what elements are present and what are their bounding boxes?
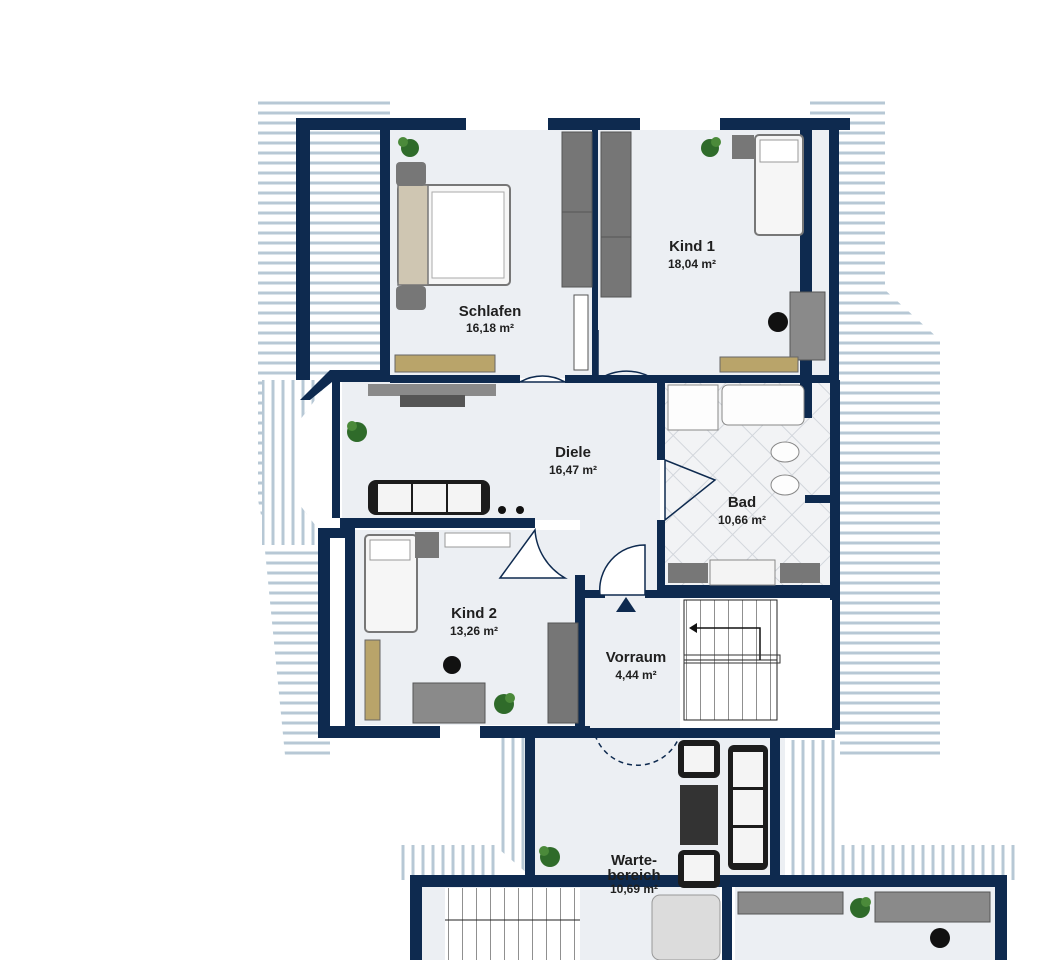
north-arrow-icon xyxy=(616,597,636,612)
plant-icons xyxy=(347,137,871,918)
roof-hatching xyxy=(258,98,1020,880)
bed-double xyxy=(396,162,511,310)
walls xyxy=(296,118,1007,960)
room-name: Vorraum xyxy=(606,649,667,666)
wardrobe-kind1 xyxy=(600,131,632,298)
staircase xyxy=(445,599,781,960)
room-area: 16,47 m² xyxy=(549,463,597,477)
shelf-kind2 xyxy=(364,639,381,721)
wardrobe-schlafen xyxy=(561,131,593,371)
wardrobe-kind2 xyxy=(547,622,579,724)
room-name: Bad xyxy=(728,494,756,511)
shelf-kind1 xyxy=(719,356,799,373)
plant-icon xyxy=(701,137,721,157)
doors xyxy=(498,330,717,766)
room-name: Kind 1 xyxy=(669,238,715,255)
room-label-vorraum: Vorraum 4,44 m² xyxy=(606,649,667,682)
room-area: 10,69 m² xyxy=(610,882,658,896)
waiting-area-seating xyxy=(678,740,768,888)
room-area: 13,26 m² xyxy=(450,624,498,638)
plant-icon xyxy=(347,421,367,442)
room-name-line2: bereich xyxy=(607,867,660,884)
bed-single-kind1 xyxy=(732,134,804,236)
room-label-kind1: Kind 1 18,04 m² xyxy=(668,238,716,271)
room-name-line1: Warte- xyxy=(611,852,657,869)
bed-single-kind2 xyxy=(364,532,511,633)
shelf-schlafen xyxy=(394,354,496,373)
room-area: 18,04 m² xyxy=(668,257,716,271)
sofa-diele xyxy=(368,480,524,515)
plant-icon xyxy=(494,693,515,714)
room-name: Schlafen xyxy=(459,303,522,320)
desk-kind1 xyxy=(768,291,826,361)
plant-icon xyxy=(539,846,560,867)
room-label-wartebereich: Warte- bereich 10,69 m² xyxy=(607,852,660,896)
windows xyxy=(440,120,720,736)
sideboard-diele xyxy=(368,384,496,407)
room-label-diele: Diele 16,47 m² xyxy=(549,444,597,477)
plant-icon xyxy=(398,137,419,157)
room-label-kind2: Kind 2 13,26 m² xyxy=(450,605,498,638)
room-label-schlafen: Schlafen 16,18 m² xyxy=(459,303,522,335)
bathroom-fixtures xyxy=(667,384,820,586)
stair-arrow-icon xyxy=(689,623,697,633)
plant-icon xyxy=(850,897,871,918)
room-area: 10,66 m² xyxy=(718,513,766,527)
office-desk xyxy=(737,891,991,948)
room-name: Kind 2 xyxy=(451,605,497,622)
room-name: Diele xyxy=(555,444,591,461)
desk-kind2 xyxy=(412,656,486,724)
room-area: 16,18 m² xyxy=(466,321,514,335)
reception-desk xyxy=(651,894,721,960)
room-area: 4,44 m² xyxy=(615,668,656,682)
room-label-bad: Bad 10,66 m² xyxy=(718,494,766,527)
